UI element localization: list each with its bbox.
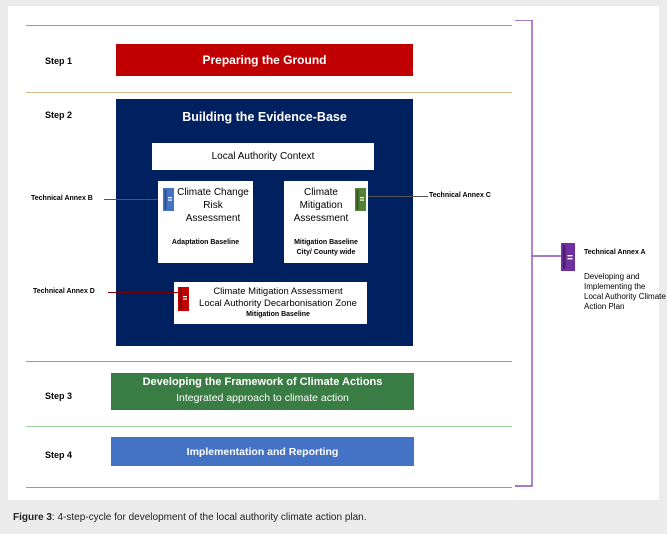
- framework-subtitle: Integrated approach to climate action: [176, 392, 349, 404]
- climate-change-risk-assessment-title: Climate Change Risk Assessment: [177, 187, 249, 224]
- separator-line-2: [26, 361, 512, 362]
- purple-book-icon: [561, 243, 575, 271]
- figure-caption: Figure 3: 4-step-cycle for development o…: [13, 512, 367, 523]
- local-authority-context-label: Local Authority Context: [211, 151, 315, 162]
- separator-line-bottom: [26, 487, 512, 488]
- adaptation-baseline-label: Adaptation Baseline: [171, 239, 240, 246]
- evidence-base-title: Building the Evidence-Base: [182, 110, 347, 124]
- figure-caption-label: Figure 3: [13, 512, 52, 523]
- step-1-label: Step 1: [45, 56, 73, 66]
- climate-mitigation-assessment-title: Climate Mitigation Assessment: [293, 187, 349, 224]
- green-book-icon: [355, 188, 366, 211]
- blue-book-icon: [163, 188, 174, 211]
- decarbonisation-title-line2: Local Authority Decarbonisation Zone: [199, 298, 357, 309]
- annex-c-connector: [368, 196, 428, 197]
- framework-of-climate-actions-box: [111, 373, 414, 410]
- climate-mitigation-assessment-box: [284, 181, 368, 263]
- step-2-label: Step 2: [45, 110, 73, 120]
- steps-bracket: [515, 20, 562, 487]
- step-3-label: Step 3: [45, 391, 73, 401]
- local-authority-context-box: Local Authority Context: [152, 143, 374, 170]
- annex-b-connector: [104, 199, 158, 200]
- technical-annex-b-label: Technical Annex B: [31, 195, 93, 202]
- decarbonisation-mitigation-baseline-label: Mitigation Baseline: [246, 311, 310, 318]
- preparing-the-ground-box: Preparing the Ground: [116, 44, 413, 76]
- step-4-label: Step 4: [45, 450, 73, 460]
- decarbonisation-zone-box: [174, 282, 367, 324]
- decarbonisation-title-line1: Climate Mitigation Assessment: [213, 286, 343, 297]
- figure-caption-text: : 4-step-cycle for development of the lo…: [51, 512, 367, 523]
- separator-line-3: [26, 426, 512, 427]
- separator-line-top: [26, 25, 512, 26]
- annex-d-connector: [108, 292, 178, 293]
- implementation-and-reporting-box: Implementation and Reporting: [111, 437, 414, 466]
- red-book-icon: [178, 287, 189, 311]
- implementation-and-reporting-label: Implementation and Reporting: [186, 445, 339, 458]
- mitigation-baseline-label: Mitigation Baseline: [294, 239, 358, 246]
- framework-title: Developing the Framework of Climate Acti…: [142, 376, 383, 388]
- technical-annex-c-label: Technical Annex C: [429, 192, 491, 199]
- technical-annex-d-label: Technical Annex D: [33, 288, 95, 295]
- separator-line-1: [26, 92, 512, 93]
- city-county-wide-label: City/ County wide: [296, 249, 356, 256]
- technical-annex-a-description: Developing and Implementing the Local Au…: [584, 272, 666, 311]
- technical-annex-a-label: Technical Annex A: [584, 249, 646, 256]
- preparing-the-ground-label: Preparing the Ground: [202, 53, 327, 67]
